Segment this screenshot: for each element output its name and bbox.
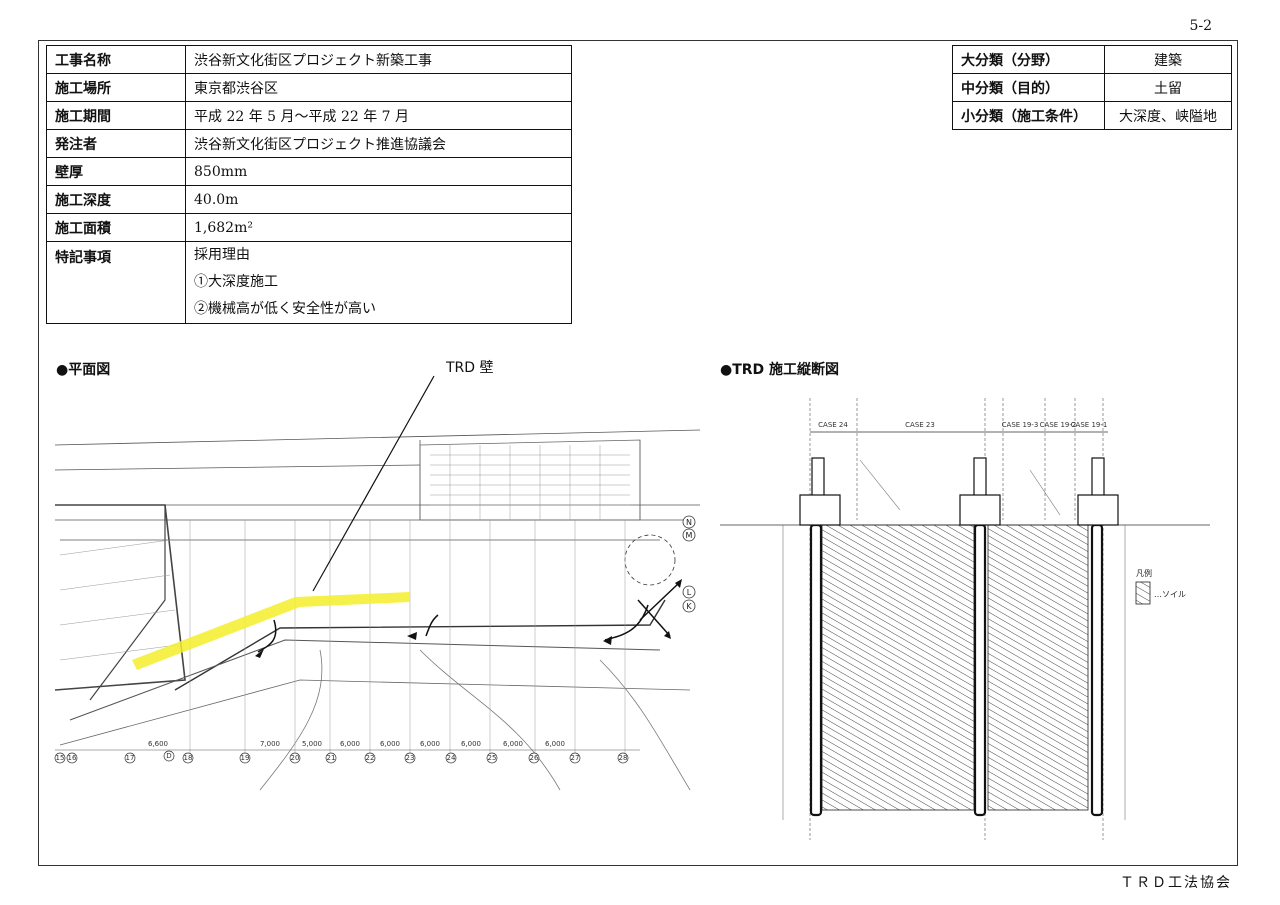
notes-line: ②機械高が低く安全性が高い (194, 301, 376, 317)
class-label: 大分類（分野） (952, 45, 1105, 74)
info-label: 施工場所 (46, 73, 186, 102)
info-value: 850mm (185, 157, 572, 186)
info-label: 施工深度 (46, 185, 186, 214)
trd-wall-callout: TRD 壁 (446, 360, 494, 376)
info-row: 発注者渋谷新文化街区プロジェクト推進協議会 (46, 129, 572, 158)
class-label: 中分類（目的） (952, 73, 1105, 102)
info-value: 40.0m (185, 185, 572, 214)
project-info-table: 工事名称渋谷新文化街区プロジェクト新築工事 施工場所東京都渋谷区 施工期間平成 … (46, 45, 572, 324)
footer-org: ＴＲＤ工法協会 (1120, 875, 1232, 891)
notes-line: ①大深度施工 (194, 274, 278, 290)
notes-row: 特記事項 採用理由 ①大深度施工 ②機械高が低く安全性が高い (46, 241, 572, 324)
class-value: 大深度、峡隘地 (1104, 101, 1232, 130)
info-label: 発注者 (46, 129, 186, 158)
info-value: 渋谷新文化街区プロジェクト推進協議会 (185, 129, 572, 158)
info-value: 東京都渋谷区 (185, 73, 572, 102)
class-value: 建築 (1104, 45, 1232, 74)
info-label: 工事名称 (46, 45, 186, 74)
class-label: 小分類（施工条件） (952, 101, 1105, 130)
classification-table: 大分類（分野）建築 中分類（目的）土留 小分類（施工条件）大深度、峡隘地 (952, 45, 1232, 130)
info-row: 施工場所東京都渋谷区 (46, 73, 572, 102)
notes-value: 採用理由 ①大深度施工 ②機械高が低く安全性が高い (185, 241, 572, 324)
class-row: 小分類（施工条件）大深度、峡隘地 (952, 101, 1232, 130)
class-value: 土留 (1104, 73, 1232, 102)
info-value: 1,682m² (185, 213, 572, 242)
class-row: 大分類（分野）建築 (952, 45, 1232, 74)
info-row: 施工期間平成 22 年 5 月～平成 22 年 7 月 (46, 101, 572, 130)
info-label: 施工面積 (46, 213, 186, 242)
page-frame (38, 40, 1238, 866)
plan-heading: ●平面図 (56, 362, 111, 378)
notes-line: 採用理由 (194, 247, 250, 263)
notes-label: 特記事項 (46, 241, 186, 324)
page-number: 5-2 (1189, 18, 1212, 34)
info-value: 平成 22 年 5 月～平成 22 年 7 月 (185, 101, 572, 130)
info-label: 壁厚 (46, 157, 186, 186)
info-label: 施工期間 (46, 101, 186, 130)
class-row: 中分類（目的）土留 (952, 73, 1232, 102)
section-heading: ●TRD 施工縦断図 (720, 362, 840, 378)
info-value: 渋谷新文化街区プロジェクト新築工事 (185, 45, 572, 74)
info-row: 工事名称渋谷新文化街区プロジェクト新築工事 (46, 45, 572, 74)
